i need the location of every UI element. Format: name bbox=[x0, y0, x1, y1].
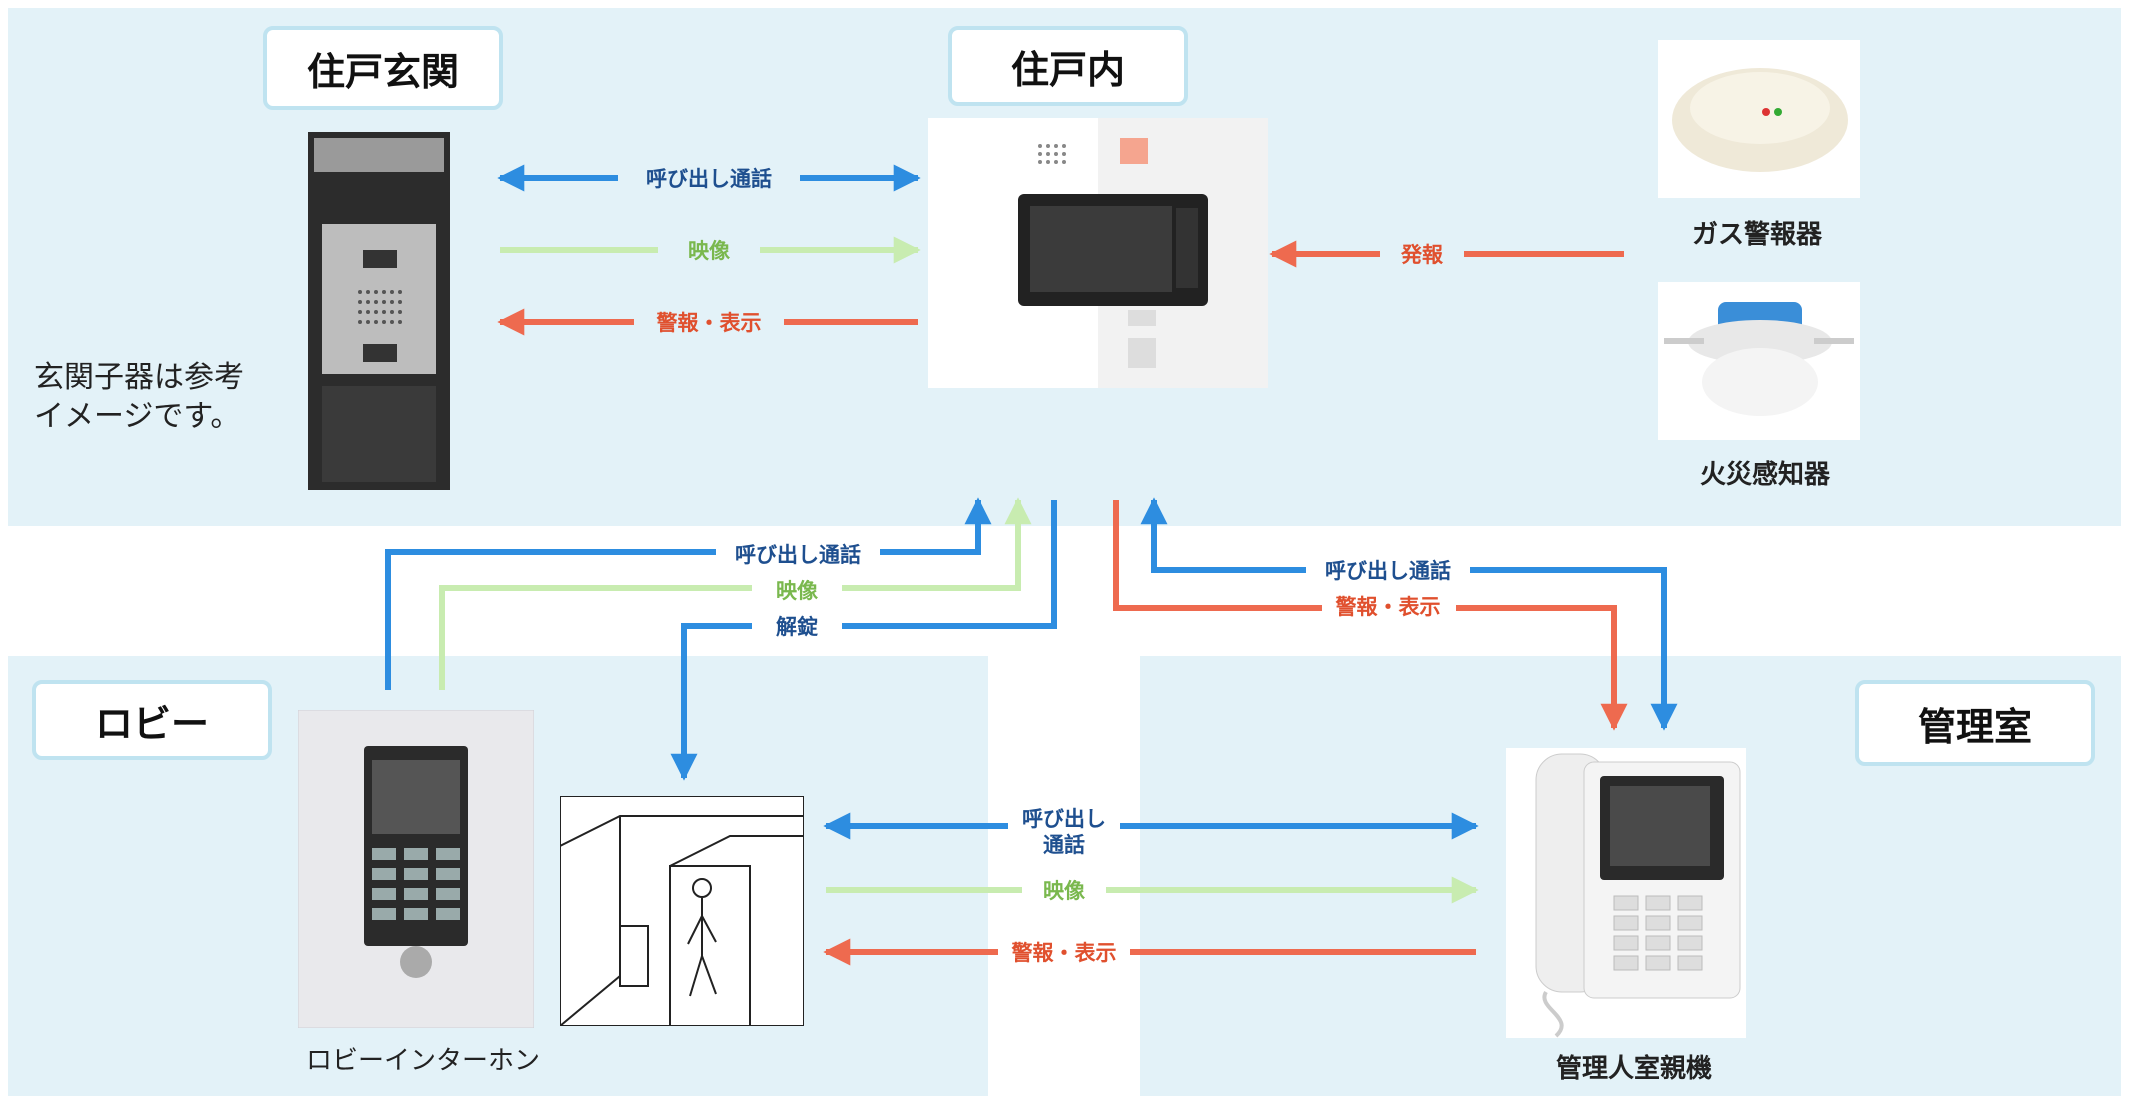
entrance-note-line1: 玄関子器は参考 bbox=[34, 360, 244, 395]
entrance-door-station-image bbox=[308, 132, 450, 490]
manager-master-unit-caption: 管理人室親機 bbox=[1556, 1054, 1713, 1084]
alarm-label-manager: 警報・表示 bbox=[1335, 595, 1441, 619]
auto-door-illustration bbox=[559, 795, 805, 1027]
video-label-lobby: 映像 bbox=[776, 579, 819, 603]
lobby-intercom-caption: ロビーインターホン bbox=[306, 1046, 541, 1076]
call-label-bottom-line2: 通話 bbox=[1043, 833, 1085, 857]
entrance-note: 玄関子器は参考 イメージです。 bbox=[34, 358, 244, 436]
call-label-entrance: 呼び出し通話 bbox=[646, 167, 772, 191]
video-label-bottom: 映像 bbox=[1043, 879, 1086, 903]
report-label: 発報 bbox=[1400, 243, 1444, 267]
fire-detector-caption: 火災感知器 bbox=[1700, 460, 1831, 490]
call-label-lobby: 呼び出し通話 bbox=[735, 543, 861, 567]
call-label-manager: 呼び出し通話 bbox=[1325, 559, 1451, 583]
video-label-entrance: 映像 bbox=[688, 239, 731, 263]
call-label-bottom-line1: 呼び出し bbox=[1022, 807, 1106, 831]
alarm-label-bottom: 警報・表示 bbox=[1011, 941, 1117, 965]
inside-label: 住戸内 bbox=[948, 26, 1188, 106]
gas-alarm-caption: ガス警報器 bbox=[1692, 220, 1823, 250]
fire-detector-image bbox=[1658, 282, 1860, 440]
office-label: 管理室 bbox=[1855, 680, 2095, 766]
lobby-intercom-image bbox=[297, 709, 535, 1029]
call-arrow-lobby-up bbox=[385, 497, 992, 690]
alarm-label-entrance: 警報・表示 bbox=[656, 311, 762, 335]
unlock-label: 解錠 bbox=[776, 615, 818, 639]
video-arrow-lobby-up bbox=[439, 497, 1032, 690]
entrance-note-line2: イメージです。 bbox=[34, 399, 241, 434]
entrance-label: 住戸玄関 bbox=[263, 26, 503, 110]
indoor-monitor-image bbox=[928, 118, 1268, 388]
lobby-label: ロビー bbox=[32, 680, 272, 760]
gas-alarm-image bbox=[1658, 40, 1860, 198]
unlock-arrow bbox=[670, 500, 1057, 781]
manager-master-unit-image bbox=[1506, 748, 1746, 1038]
